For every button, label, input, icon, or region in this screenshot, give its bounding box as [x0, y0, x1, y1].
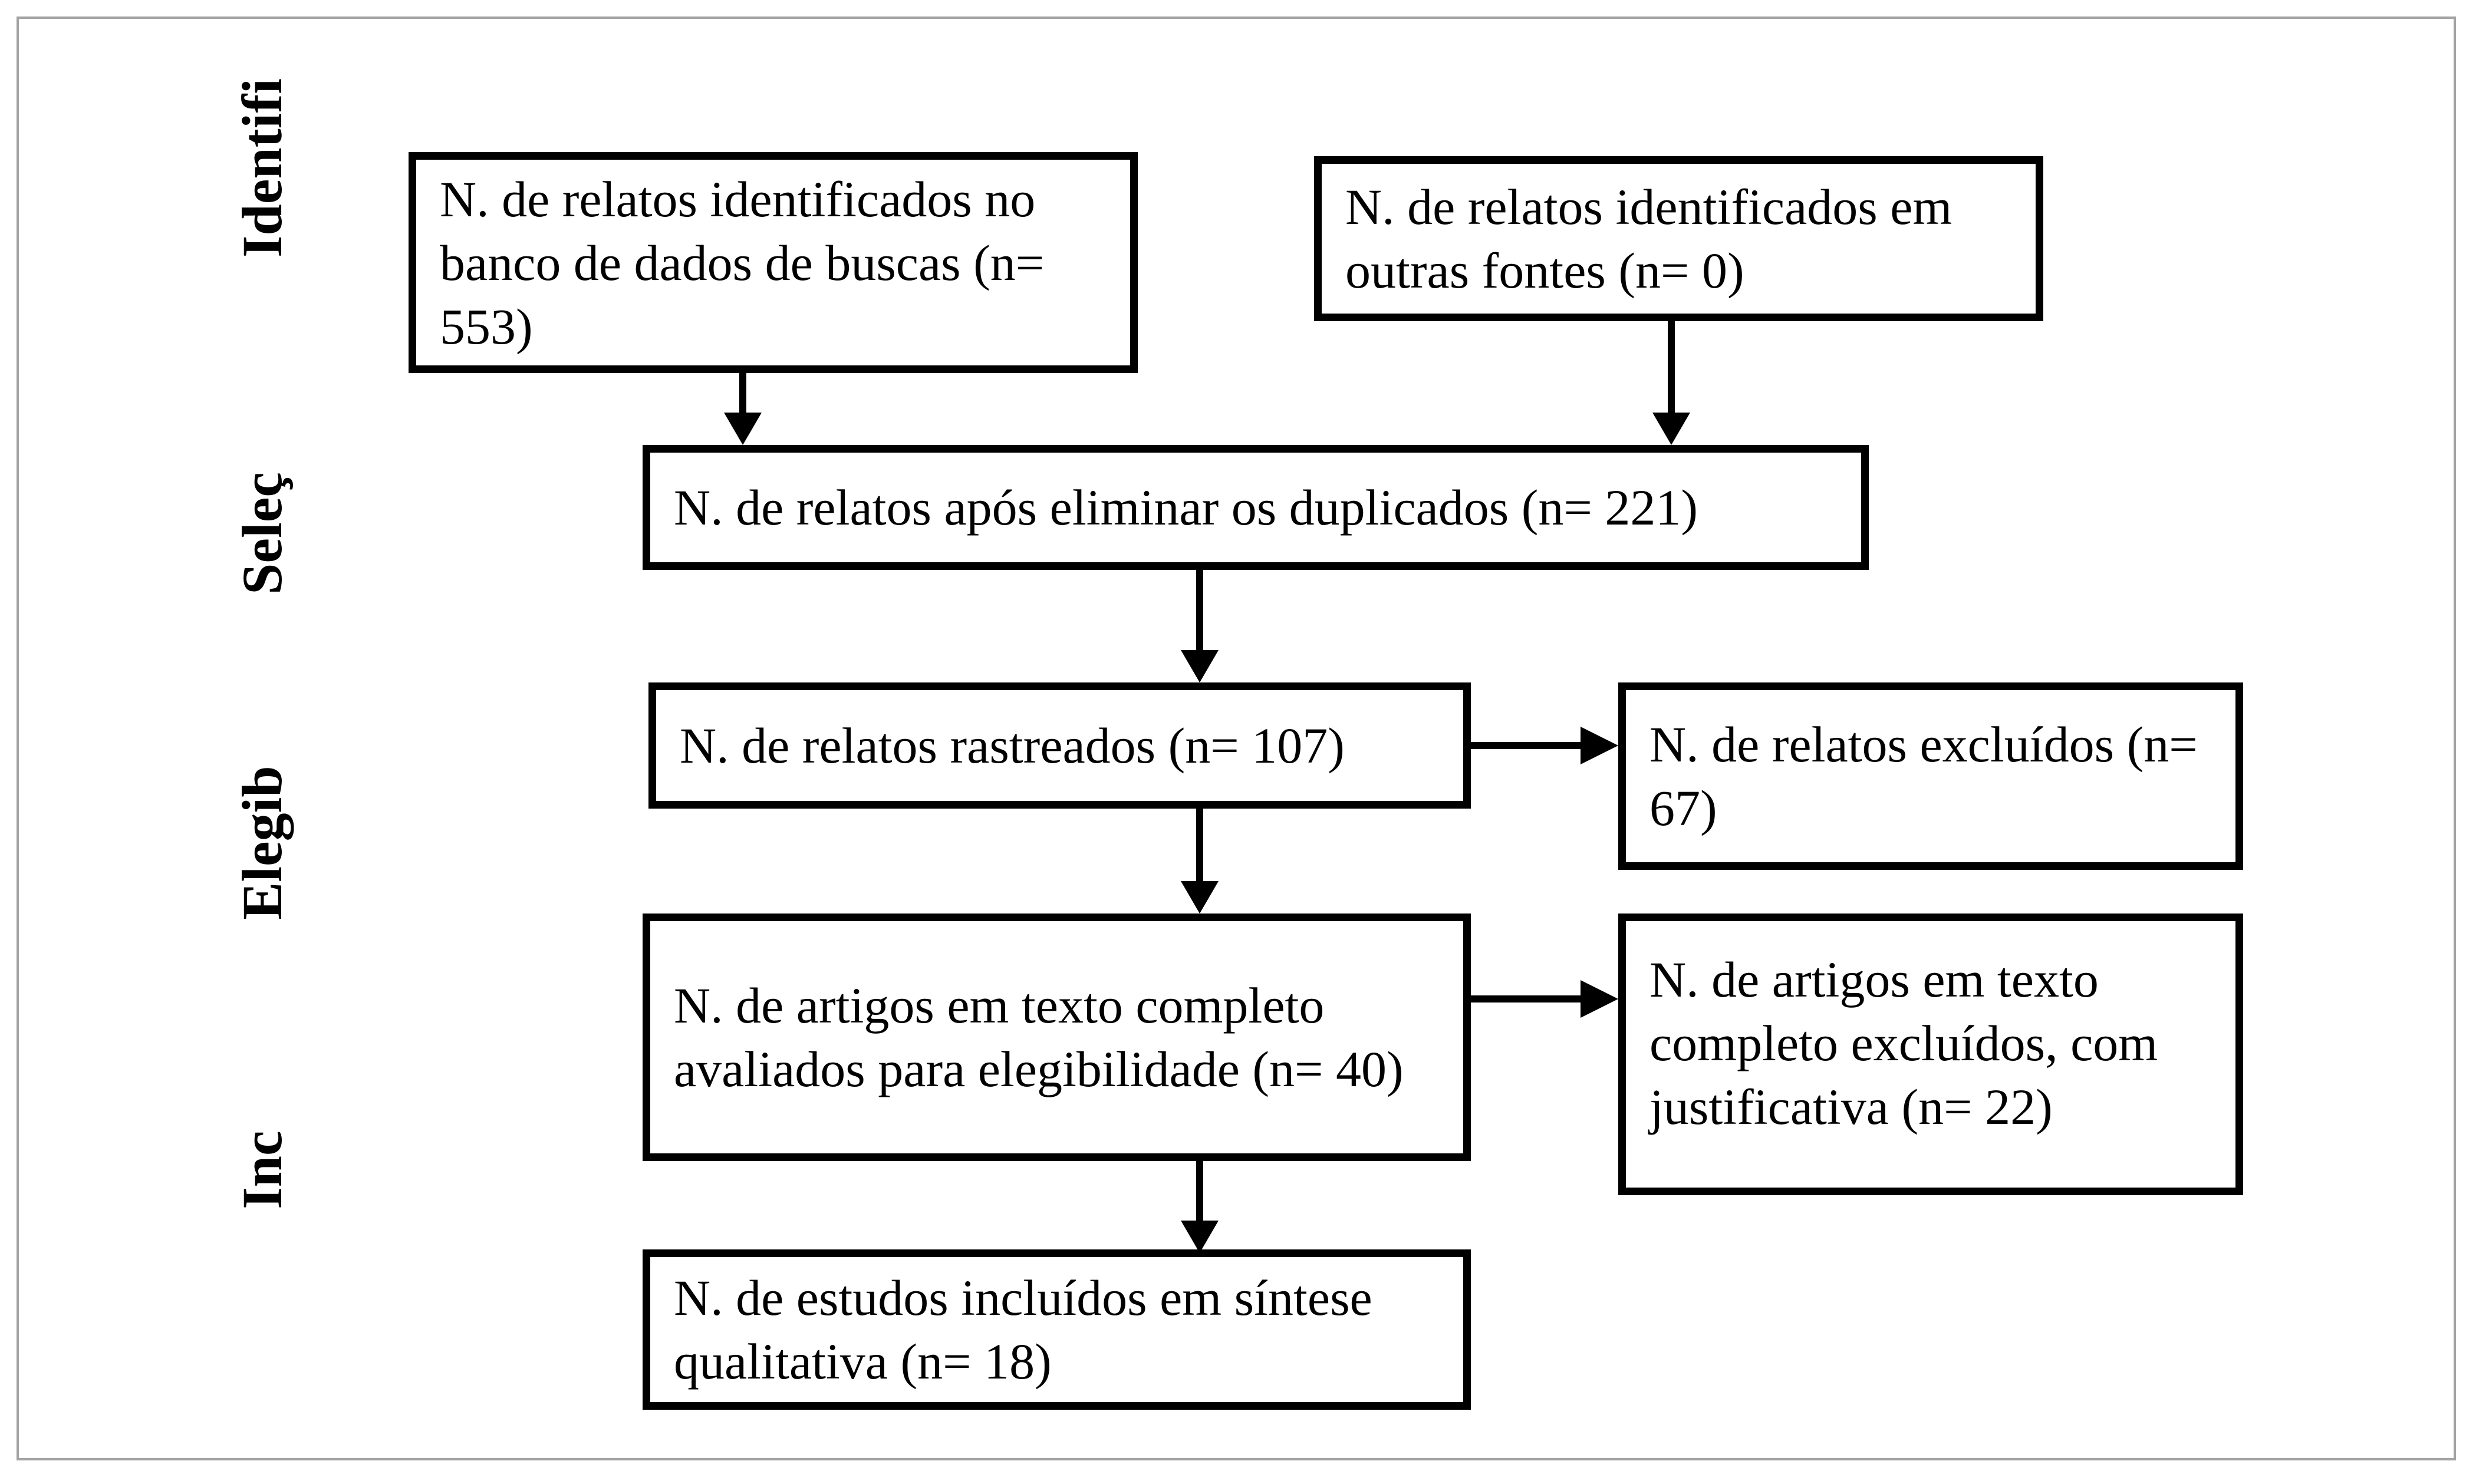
arrow-line-fulltext-to-excluded — [1471, 995, 1583, 1002]
box-fulltext-excluded-text: N. de artigos em texto completo excluído… — [1649, 951, 2158, 1135]
stage-label-inclusion: Inc — [231, 1130, 294, 1209]
box-included-qualitative-synthesis-text: N. de estudos incluídos em síntese quali… — [674, 1269, 1372, 1390]
arrow-line-duplicates-to-screened — [1196, 570, 1203, 651]
box-records-screened-text: N. de relatos rastreados (n= 107) — [680, 717, 1345, 774]
arrow-line-other-sources-to-duplicates — [1668, 321, 1675, 414]
arrow-head-fulltext-to-excluded — [1581, 980, 1618, 1018]
arrow-head-identified-db-to-duplicates — [724, 413, 762, 445]
box-identified-database-text: N. de relatos identificados no banco de … — [440, 170, 1045, 355]
arrow-line-fulltext-to-included — [1196, 1161, 1203, 1222]
box-after-duplicates-removed-text: N. de relatos após eliminar os duplicado… — [674, 479, 1698, 536]
arrow-line-screened-to-excluded — [1471, 742, 1583, 749]
box-identified-database: N. de relatos identificados no banco de … — [409, 152, 1138, 373]
box-identified-other-sources-text: N. de relatos identificados em outras fo… — [1345, 179, 1953, 299]
arrow-head-screened-to-excluded — [1581, 727, 1618, 764]
box-records-excluded-text: N. de relatos excluídos (n= 67) — [1649, 716, 2198, 836]
stage-label-identification: Identifi — [231, 78, 294, 258]
box-records-screened: N. de relatos rastreados (n= 107) — [648, 682, 1471, 809]
box-records-excluded: N. de relatos excluídos (n= 67) — [1618, 682, 2243, 870]
stage-label-eligibility: Elegib — [231, 766, 294, 920]
box-after-duplicates-removed: N. de relatos após eliminar os duplicado… — [643, 445, 1869, 570]
arrow-head-screened-to-fulltext — [1181, 881, 1219, 914]
box-identified-other-sources: N. de relatos identificados em outras fo… — [1314, 156, 2043, 321]
box-fulltext-assessed: N. de artigos em texto completo avaliado… — [643, 914, 1471, 1161]
box-fulltext-excluded: N. de artigos em texto completo excluído… — [1618, 914, 2243, 1195]
arrow-line-identified-db-to-duplicates — [739, 373, 746, 414]
arrow-head-fulltext-to-included — [1181, 1221, 1219, 1253]
stage-label-screening: Seleç — [231, 472, 294, 595]
arrow-head-duplicates-to-screened — [1181, 650, 1219, 682]
arrow-head-other-sources-to-duplicates — [1652, 413, 1690, 445]
box-fulltext-assessed-text: N. de artigos em texto completo avaliado… — [674, 977, 1404, 1097]
arrow-line-screened-to-fulltext — [1196, 809, 1203, 883]
box-included-qualitative-synthesis: N. de estudos incluídos em síntese quali… — [643, 1249, 1471, 1410]
